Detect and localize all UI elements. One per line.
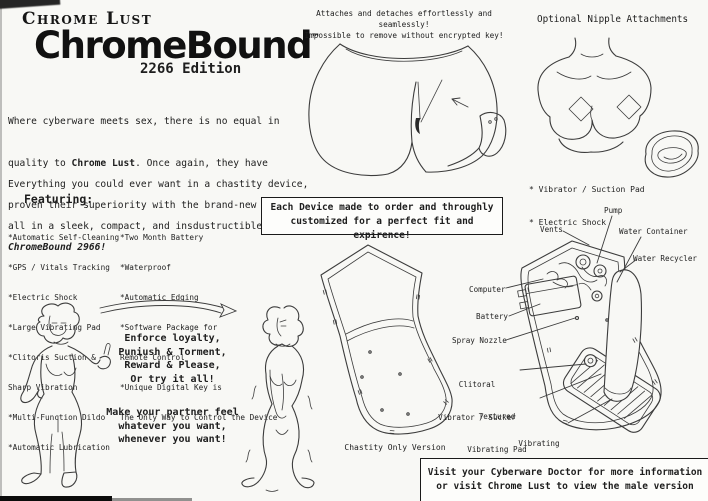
feature-item: *Multi-Function Dildo [8, 413, 106, 422]
promo-line: Puniush & Torment, [118, 346, 227, 358]
label-computer: Computer [469, 285, 506, 294]
feature-item: *Software Package for [120, 323, 218, 332]
hips-illustration [308, 43, 507, 177]
intro-line-2a: quality to [8, 158, 72, 169]
label-spray-nozzle: Spray Nozzle [452, 336, 507, 345]
feature-item: *Automatic Lubrication [8, 443, 110, 452]
label-clitoral-line-2: Vibrator / Sucker [438, 413, 516, 422]
feature-item: *Two Month Battery [120, 233, 204, 242]
intro-line-2: quality to Chrome Lust. Once again, they… [8, 157, 279, 171]
order-note-line-2: customized for a perfect fit and expiren… [290, 216, 474, 241]
promo-block-2: Make your partner feel whatever you want… [95, 406, 250, 447]
attach-note: Attaches and detaches effortlessly and s… [292, 8, 516, 41]
feature-list-col1: *Automatic Self-Cleaning *GPS / Vitals T… [8, 213, 119, 473]
label-dildo-line-1: Vibrating [518, 439, 560, 448]
label-pump: Pump [604, 206, 623, 215]
nipple-heading: Optional Nipple Attachments [537, 14, 689, 25]
page-title: ChromeBound™ [34, 24, 320, 67]
label-clitoral-line-1: Clitoral [458, 380, 496, 389]
nipple-pad-illustration [644, 130, 699, 178]
feature-item: *Electric Shock [8, 293, 78, 302]
intro-paragraph: Where cyberware meets sex, there is no e… [8, 87, 279, 283]
order-note-box: Each Device made to order and throughly … [261, 197, 503, 241]
chastity-caption: Chastity Only Version [344, 443, 446, 452]
intro-line-3: proven their superiority with the brand-… [8, 200, 257, 211]
footer-note-box: Visit your Cyberware Doctor for more inf… [420, 458, 708, 501]
figure-confident-illustration [20, 302, 111, 488]
label-battery: Battery [476, 312, 509, 321]
label-water-container: Water Container [619, 227, 688, 236]
promo-line: Make your partner feel [106, 407, 239, 418]
label-textured-line-2: Vibrating Pad [467, 445, 527, 454]
intro-line-2b: Chrome Lust [71, 158, 136, 169]
attach-note-line-2: Impossible to remove without encrypted k… [304, 31, 504, 40]
page-title-text: ChromeBound [34, 24, 313, 67]
scan-artifact-bottom-fade [110, 498, 192, 501]
nipple-bullet-1: * Vibrator / Suction Pad [529, 185, 645, 194]
promo-line: Reward & Please, [124, 360, 221, 371]
figure-distressed-illustration [241, 305, 315, 492]
feature-item: *Large Vibrating Pad [8, 323, 101, 332]
body-line-1: Everything you could ever want in a chas… [8, 179, 309, 190]
nipple-bullet-2: * Electric Shock [529, 218, 607, 227]
feature-item: Remote Control [120, 353, 185, 362]
chastity-shield-illustration [320, 244, 453, 435]
featuring-heading: Featuring: [24, 192, 94, 206]
feature-item: *Waterproof [120, 263, 171, 272]
torso-illustration [537, 37, 652, 153]
scan-artifact-bottom-bar [0, 496, 112, 501]
feature-item: *Unique Digital Key is [120, 383, 222, 392]
promo-block-1: Enforce loyalty, Puniush & Torment, Rewa… [105, 332, 240, 386]
promo-line: whenever you want! [118, 434, 227, 445]
promo-line: Enforce loyalty, [124, 333, 221, 344]
intro-line-1: Where cyberware meets sex, there is no e… [8, 116, 280, 127]
label-textured: Textured Vibrating Pad [452, 389, 542, 477]
feature-item: *Automatic Self-Cleaning [8, 233, 120, 242]
feature-item: *Clitoris Suction & [8, 353, 96, 362]
trademark-symbol: ™ [311, 33, 321, 43]
label-clitoral: Clitoral Vibrator / Sucker [432, 357, 522, 445]
order-note-line-1: Each Device made to order and throughly [270, 202, 494, 213]
promo-line: Or try it all! [130, 373, 215, 385]
feature-item: *Automatic Edging [120, 293, 199, 302]
feature-item: The Only Way to Control the Device [120, 413, 278, 422]
feature-list-col2: *Two Month Battery *Waterproof *Automati… [120, 213, 277, 443]
footer-line-1: Visit your Cyberware Doctor for more inf… [427, 467, 703, 478]
label-vents: Vents [540, 225, 563, 234]
footer-line-2: or visit Chrome Lust to view the male ve… [436, 481, 694, 492]
scan-artifact-top-left [0, 0, 61, 10]
promo-line: whatever you want, [118, 420, 227, 432]
intro-line-4: ChromeBound 2966! [8, 242, 107, 253]
feature-item: *GPS / Vitals Tracking [8, 263, 110, 272]
nipple-bullets: * Vibrator / Suction Pad * Electric Shoc… [529, 162, 645, 250]
attach-note-line-1: Attaches and detaches effortlessly and s… [316, 9, 492, 29]
brand-logo: Chrome Lust [22, 9, 153, 29]
edition-subtitle: 2266 Edition [140, 61, 242, 77]
intro-line-2c: . Once again, they have [135, 158, 268, 169]
label-water-recycler: Water Recycler [633, 254, 698, 263]
label-textured-line-1: Textured [478, 412, 516, 421]
scan-artifact-left-edge [0, 0, 2, 501]
feature-item: Sharp Vibration [8, 383, 78, 392]
